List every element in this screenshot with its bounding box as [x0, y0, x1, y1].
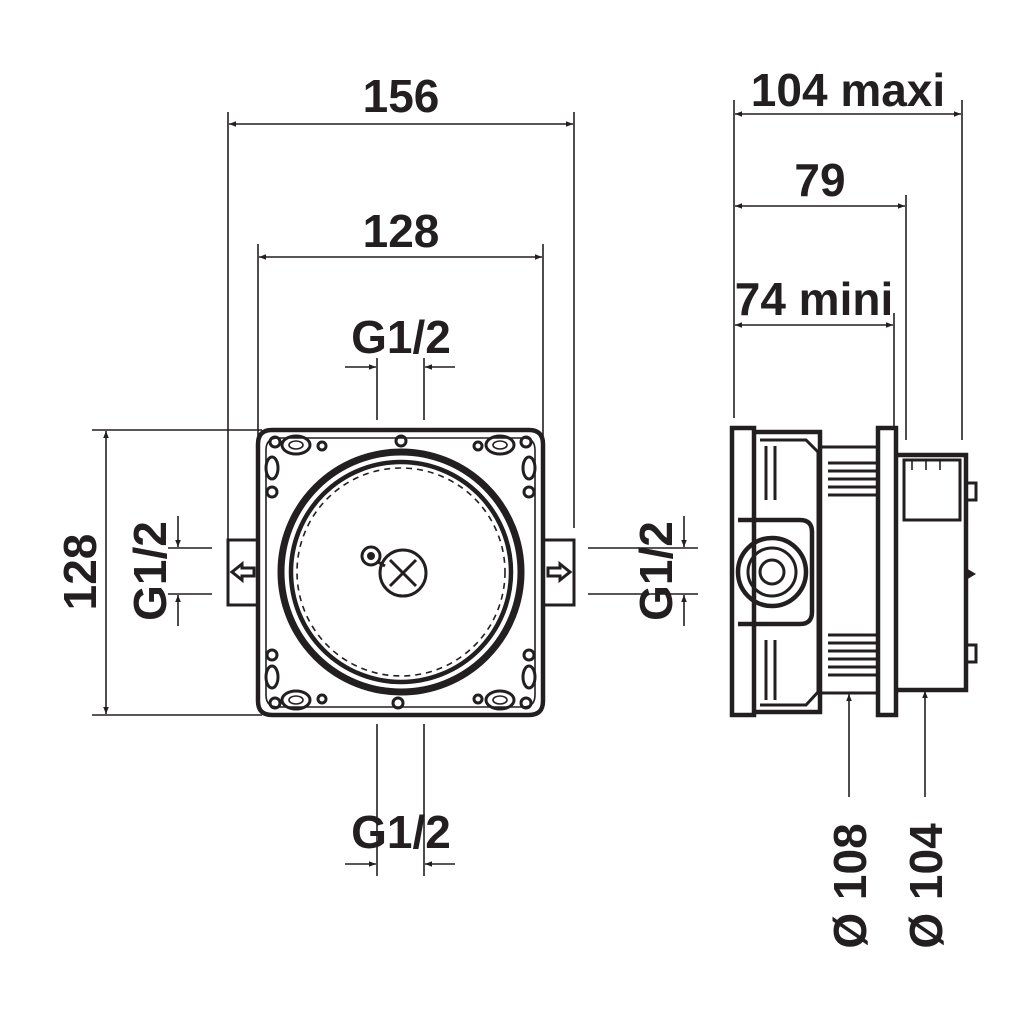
side-inlet-left — [226, 538, 260, 607]
dimension-label-inlet-right: G1/2 — [630, 521, 682, 621]
dimension-depth-max: 104 maxi — [733, 64, 963, 440]
side-view: 104 maxi 79 74 mini — [729, 64, 978, 949]
dimension-label-128-vertical: 128 — [54, 534, 106, 611]
dimension-label-depth-max: 104 maxi — [751, 64, 945, 116]
dimension-label-128-horizontal: 128 — [363, 205, 440, 257]
dimension-inlet-left: G1/2 — [124, 516, 212, 626]
side-housing — [729, 425, 978, 718]
dimension-inlet-right: G1/2 — [588, 516, 698, 626]
leader-diameter-body: Ø 104 — [900, 691, 952, 949]
dimension-label-diameter-flange: Ø 108 — [824, 823, 876, 948]
front-view: 156 128 128 G1/2 — [54, 70, 698, 876]
dimension-inlet-top: G1/2 — [345, 311, 455, 420]
dimension-label-diameter-body: Ø 104 — [900, 823, 952, 949]
arrow-left-icon — [546, 560, 573, 584]
mounting-holes — [264, 434, 537, 711]
dimension-128-vertical: 128 — [54, 429, 262, 716]
dimension-label-depth-nominal: 79 — [794, 154, 845, 206]
central-cartridge — [277, 448, 525, 696]
dimension-label-inlet-left: G1/2 — [124, 521, 176, 621]
dimension-depth-min: 74 mini — [735, 273, 895, 430]
corner-bottom-right — [472, 648, 537, 711]
dimension-inlet-bottom: G1/2 — [345, 724, 455, 876]
side-inlet-right — [541, 538, 576, 607]
grip-ribs-top — [828, 461, 878, 497]
arrow-right-icon — [229, 560, 256, 584]
leader-diameter-flange: Ø 108 — [824, 694, 876, 949]
dimension-label-inlet-top: G1/2 — [351, 311, 451, 363]
dimension-156: 156 — [227, 70, 575, 545]
dimension-depth-nominal: 79 — [735, 154, 907, 440]
corner-top-right — [472, 434, 537, 499]
dimension-128-horizontal: 128 — [257, 205, 544, 440]
corner-bottom-left — [264, 648, 328, 711]
dimension-label-156: 156 — [363, 70, 440, 122]
corner-top-left — [264, 434, 328, 499]
inlet-nut — [735, 517, 815, 627]
grip-ribs-bottom — [828, 633, 878, 677]
dimension-label-inlet-bottom: G1/2 — [351, 806, 451, 858]
dimension-label-depth-min: 74 mini — [735, 273, 894, 325]
